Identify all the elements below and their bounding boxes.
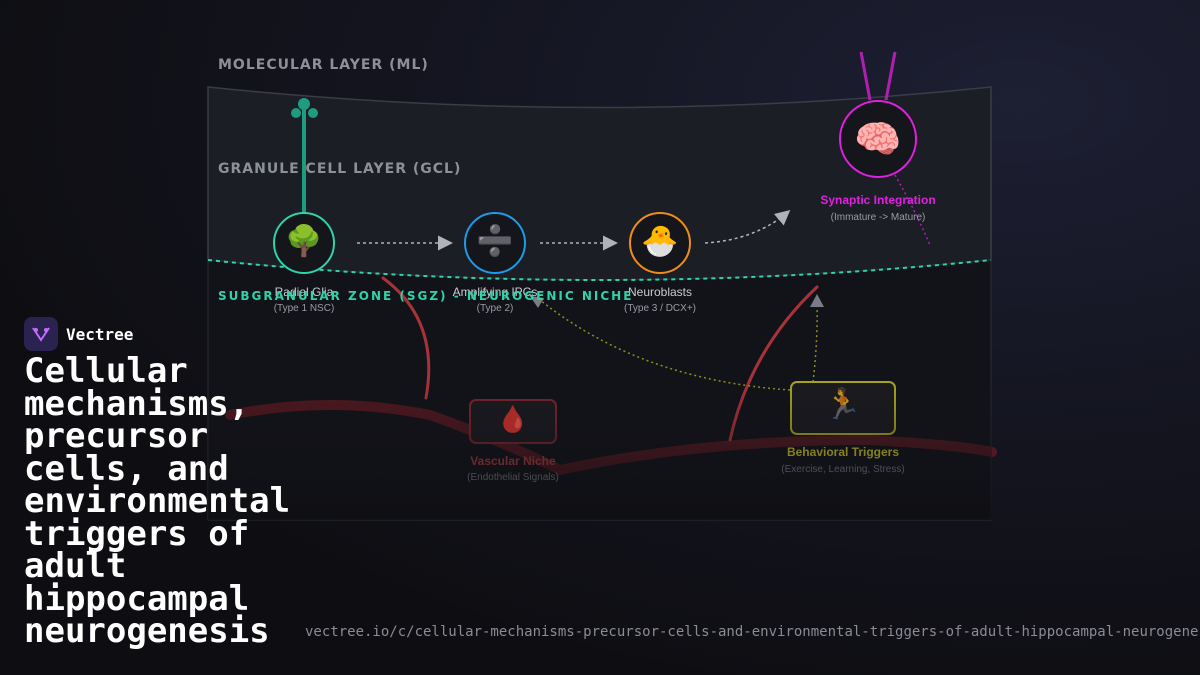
neuroblasts-label: Neuroblasts — [627, 285, 693, 299]
radial-glia-endfoot — [308, 108, 318, 118]
ipcs-sub: (Type 2) — [476, 303, 514, 314]
behavioral-sub: (Exercise, Learning, Stress) — [781, 464, 905, 475]
dendrite-2 — [884, 51, 897, 101]
vascular-label: Vascular Niche — [470, 454, 556, 468]
neuroblasts-sub: (Type 3 / DCX+) — [624, 303, 696, 314]
vectree-logo-icon — [24, 317, 58, 351]
behavior-arrowhead-2 — [810, 294, 824, 307]
dendrite-1 — [859, 51, 872, 101]
radial-glia-label: Radial Glia — [274, 285, 334, 299]
brand: Vectree — [24, 317, 133, 351]
radial-glia-endfoot — [298, 98, 310, 110]
vascular-sub: (Endothelial Signals) — [467, 472, 559, 483]
sgz-boundary — [207, 259, 992, 281]
ipcs-label: Amplifying IPCs — [452, 285, 538, 299]
behavioral-label: Behavioral Triggers — [786, 445, 900, 459]
axon-projection — [894, 174, 931, 246]
radial-glia-node — [273, 212, 335, 274]
divide-icon: ➗ — [476, 225, 514, 258]
runner-icon: 🏃 — [824, 388, 862, 421]
chick-icon: 🐣 — [641, 225, 679, 258]
ipcs-node — [464, 212, 526, 274]
brain-icon: 🧠 — [854, 119, 902, 161]
neuroblasts-node — [629, 212, 691, 274]
sgz-layer-label: SUBGRANULAR ZONE (SGZ) - NEUROGENIC NICH… — [218, 289, 634, 303]
ml-layer-label: MOLECULAR LAYER (ML) — [218, 57, 429, 73]
synaptic-node — [839, 100, 917, 178]
bottom-fade — [208, 380, 992, 520]
behavior-influence-neuroblasts — [812, 299, 818, 383]
tree-icon: 🌳 — [285, 225, 323, 258]
behavior-arrowhead-1 — [530, 296, 544, 308]
synaptic-label: Synaptic Integration — [820, 193, 936, 207]
page-url[interactable]: vectree.io/c/cellular-mechanisms-precurs… — [305, 624, 1200, 640]
radial-glia-endfoot — [291, 108, 301, 118]
page-title: Cellular mechanisms, precursor cells, an… — [24, 351, 291, 651]
synaptic-sub: (Immature -> Mature) — [830, 212, 926, 223]
brand-name: Vectree — [66, 324, 134, 344]
blood-drop-icon: 🩸 — [496, 404, 530, 434]
radial-glia-sub: (Type 1 NSC) — [273, 303, 335, 314]
behavior-influence-ipcs — [539, 299, 791, 391]
gcl-layer-label: GRANULE CELL LAYER (GCL) — [218, 161, 462, 177]
